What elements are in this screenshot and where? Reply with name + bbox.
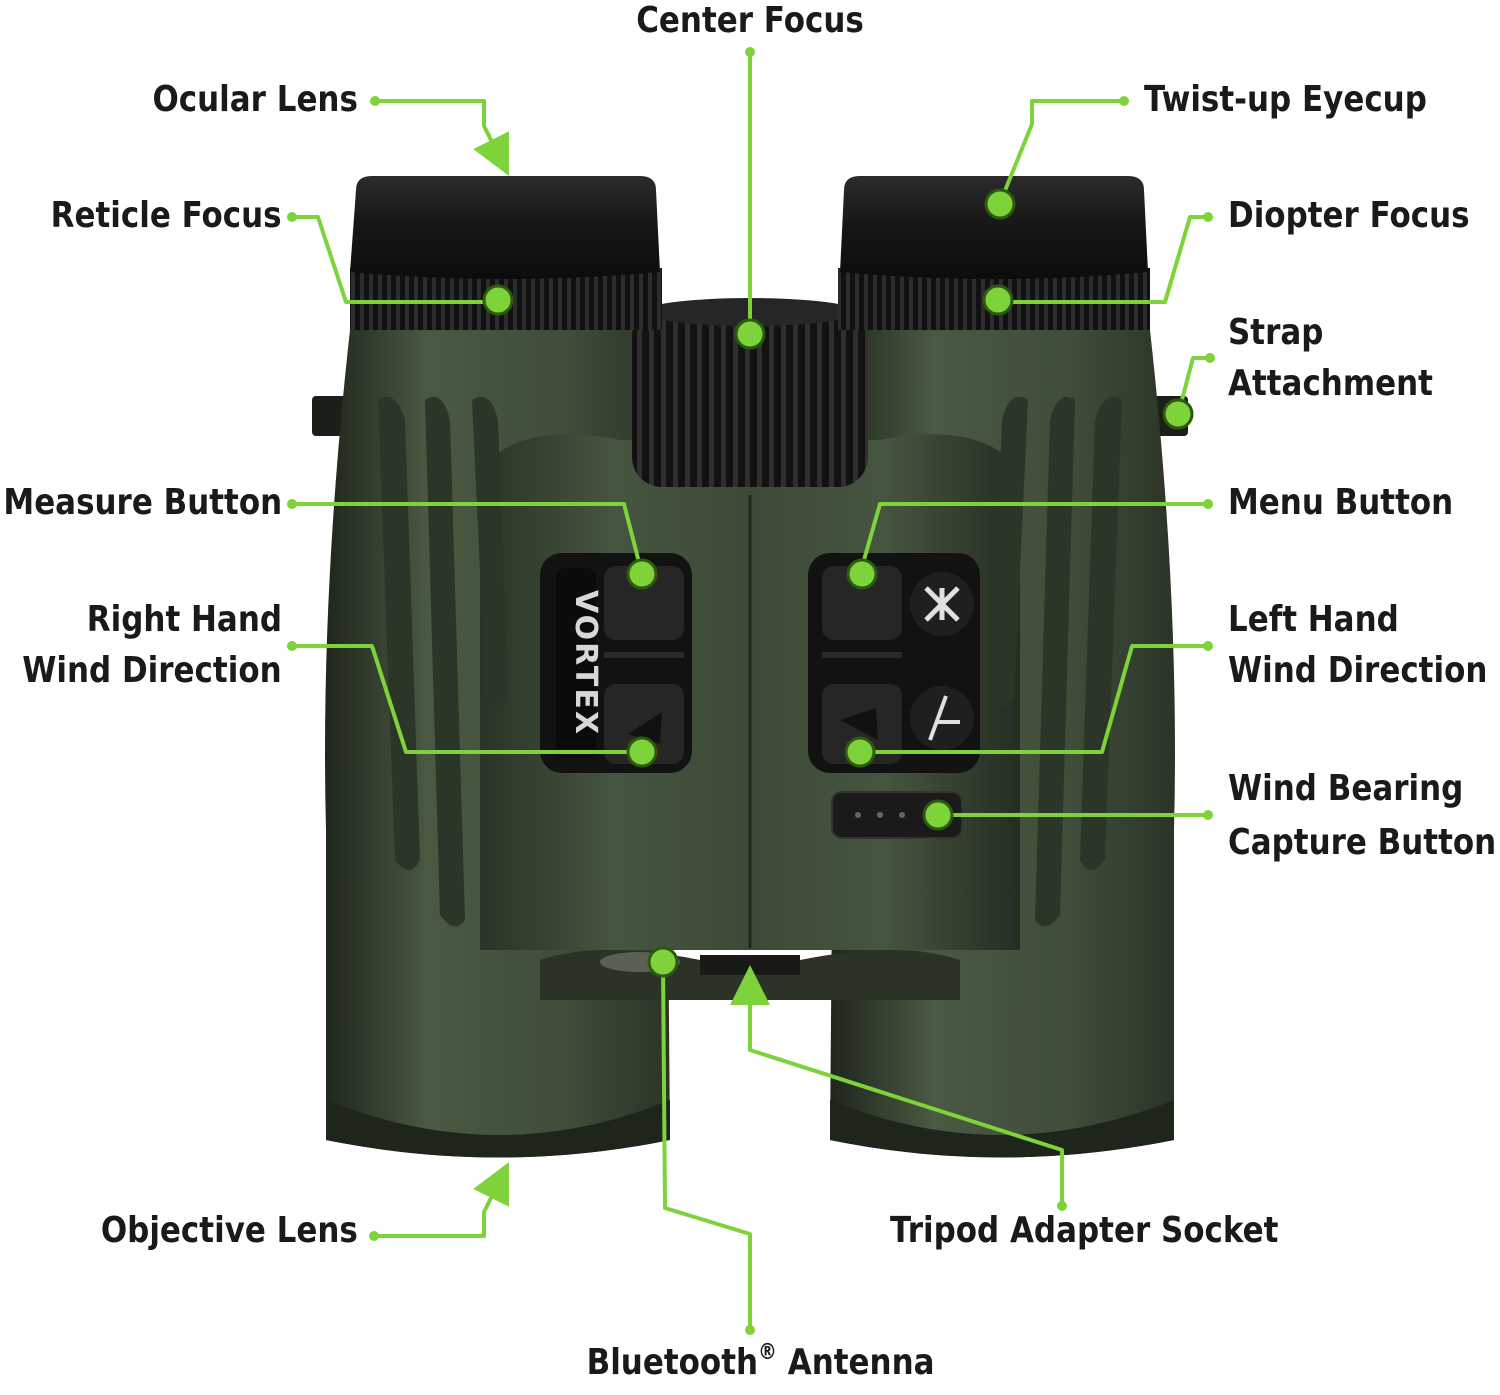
label-twist-up-eyecup: Twist-up Eyecup bbox=[1144, 79, 1427, 120]
left-control-panel: VORTEX bbox=[540, 553, 692, 773]
label-strap-attachment-line2: Attachment bbox=[1228, 363, 1433, 404]
wind-icon bbox=[910, 686, 974, 750]
callout-line-tripod-socket bbox=[730, 965, 1064, 1208]
callout-line-twist-up-eyecup bbox=[998, 99, 1126, 205]
right-eyecup bbox=[840, 176, 1148, 279]
label-right-hand-wind-line1: Right Hand bbox=[86, 599, 282, 640]
callout-dot-measure-button bbox=[626, 558, 658, 590]
label-menu-button: Menu Button bbox=[1228, 482, 1454, 523]
callout-line-diopter-focus bbox=[996, 215, 1210, 304]
callout-line-measure-button bbox=[290, 502, 644, 576]
callout-dot-diopter-focus bbox=[982, 284, 1014, 316]
label-reticle-focus: Reticle Focus bbox=[51, 195, 282, 236]
label-antenna-word: Antenna bbox=[776, 1342, 935, 1383]
registered-mark: ® bbox=[758, 1340, 777, 1365]
callout-line-left-hand-wind bbox=[858, 644, 1210, 754]
label-diopter-focus: Diopter Focus bbox=[1228, 195, 1470, 236]
label-left-hand-wind-line2: Wind Direction bbox=[1228, 650, 1488, 691]
callout-line-right-hand-wind bbox=[290, 644, 644, 754]
callout-dot-bluetooth bbox=[647, 946, 679, 978]
callout-dot-eyecup bbox=[984, 188, 1016, 220]
label-right-hand-wind-line2: Wind Direction bbox=[22, 650, 282, 691]
callout-line-ocular-lens bbox=[373, 99, 509, 176]
label-wind-bearing-line2: Capture Button bbox=[1228, 822, 1497, 863]
callout-dot-left-hand-wind bbox=[844, 736, 876, 768]
label-tripod-adapter-socket: Tripod Adapter Socket bbox=[890, 1210, 1279, 1251]
binocular-body: VORTEX bbox=[312, 176, 1188, 1158]
measure-button[interactable] bbox=[604, 566, 684, 640]
callout-endpoints bbox=[287, 47, 1215, 1335]
left-eyecup bbox=[350, 176, 660, 279]
callout-dot-strap-attachment bbox=[1162, 398, 1194, 430]
callout-line-menu-button bbox=[858, 502, 1210, 576]
right-control-panel bbox=[808, 553, 980, 839]
callout-line-strap-attachment bbox=[1176, 356, 1212, 417]
callout-line-reticle-focus bbox=[290, 215, 500, 304]
callout-line-objective-lens bbox=[372, 1162, 509, 1238]
callout-dots bbox=[482, 188, 1194, 978]
callout-line-bluetooth bbox=[661, 960, 752, 1332]
center-focus-knob bbox=[632, 305, 868, 487]
callout-dot-right-hand-wind bbox=[626, 736, 658, 768]
label-center-focus: Center Focus bbox=[636, 0, 864, 41]
callout-lines bbox=[290, 50, 1212, 1332]
callout-dot-center-focus bbox=[734, 318, 766, 350]
callout-dot-reticle-focus bbox=[482, 284, 514, 316]
label-ocular-lens: Ocular Lens bbox=[152, 79, 358, 120]
label-measure-button: Measure Button bbox=[3, 482, 282, 523]
label-objective-lens: Objective Lens bbox=[100, 1210, 358, 1251]
label-bluetooth-word: Bluetooth bbox=[586, 1342, 759, 1383]
label-wind-bearing-line1: Wind Bearing bbox=[1228, 768, 1464, 809]
callout-dot-menu-button bbox=[846, 558, 878, 590]
label-strap-attachment-line1: Strap bbox=[1228, 312, 1324, 353]
vortex-logo-text: VORTEX bbox=[568, 590, 603, 736]
menu-button[interactable] bbox=[822, 566, 902, 640]
label-left-hand-wind-line1: Left Hand bbox=[1228, 599, 1399, 640]
callout-dot-wind-bearing bbox=[922, 799, 954, 831]
label-bluetooth-antenna: Bluetooth® Antenna bbox=[586, 1338, 935, 1388]
